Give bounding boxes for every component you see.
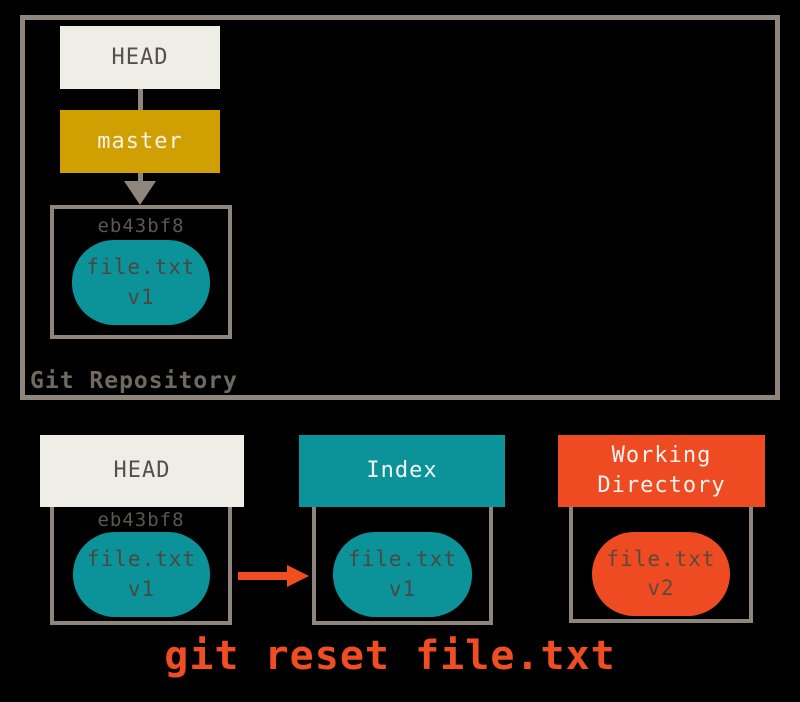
working-directory-column-slot: file.txt v2 — [569, 507, 753, 623]
repo-file-blob: file.txt v1 — [72, 240, 210, 325]
file-version: v2 — [647, 576, 675, 600]
head-column-slot: eb43bf8 file.txt v1 — [50, 507, 232, 625]
commit-hash-label: eb43bf8 — [97, 509, 185, 531]
master-branch-box: master — [60, 110, 220, 173]
git-repository-label: Git Repository — [30, 368, 238, 394]
git-repository-frame — [20, 15, 780, 400]
index-file-blob: file.txt v1 — [333, 532, 472, 617]
commit-hash-label: eb43bf8 — [97, 215, 185, 237]
file-name: file.txt — [347, 547, 458, 572]
repo-commit-box: eb43bf8 file.txt v1 — [50, 205, 232, 339]
head-file-blob: file.txt v1 — [73, 532, 210, 617]
file-name: file.txt — [86, 255, 196, 280]
file-name: file.txt — [606, 546, 716, 571]
index-column-header: Index — [299, 435, 505, 507]
head-to-master-line — [138, 89, 143, 110]
file-version: v1 — [127, 284, 155, 309]
arrow-right-icon — [287, 565, 309, 587]
index-column-slot: file.txt v1 — [312, 507, 493, 625]
file-version: v1 — [388, 576, 417, 601]
head-column-header: HEAD — [40, 435, 244, 507]
master-to-commit-arrow-shaft — [138, 173, 143, 183]
file-name: file.txt — [86, 547, 197, 572]
git-command-caption: git reset file.txt — [164, 633, 616, 679]
file-version: v1 — [127, 576, 156, 601]
head-to-index-arrow-shaft — [238, 572, 290, 580]
working-directory-column-header: Working Directory — [558, 435, 765, 507]
arrow-down-icon — [124, 181, 156, 205]
working-directory-file-blob: file.txt v2 — [592, 532, 730, 616]
repo-head-box: HEAD — [60, 26, 220, 89]
